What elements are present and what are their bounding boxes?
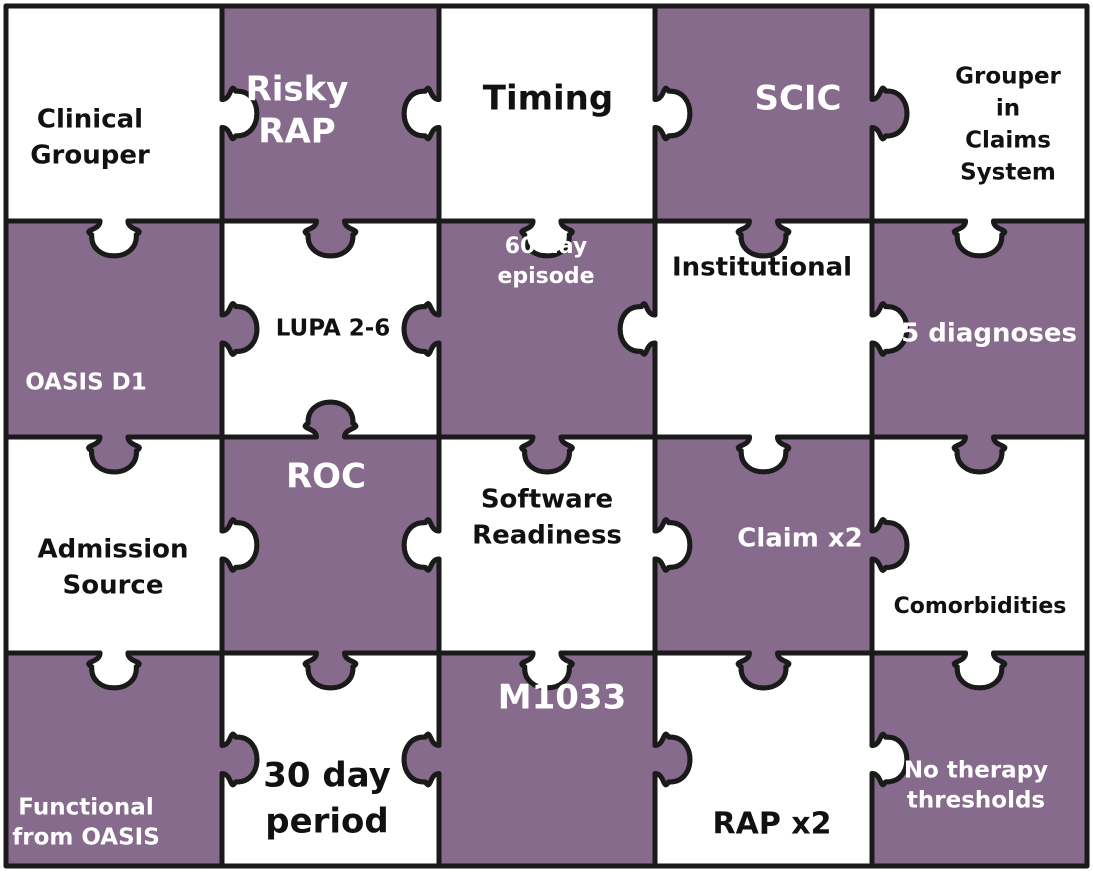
piece-label-line: Claim x2 <box>737 524 862 554</box>
puzzle-piece-scic <box>652 3 910 259</box>
piece-label-line: SCIC <box>754 79 841 119</box>
piece-label-line: M1033 <box>498 678 626 718</box>
piece-label-line: RAP <box>258 112 335 152</box>
piece-label-line: Admission <box>38 535 189 565</box>
puzzle-piece-claim-x2 <box>652 434 910 691</box>
piece-label-claim-x2: Claim x2 <box>737 524 862 554</box>
piece-label-functional-from-oasis: Functional from OASIS <box>12 795 160 851</box>
piece-label-line: Source <box>63 571 164 601</box>
piece-label-line: LUPA 2-6 <box>276 316 391 342</box>
piece-label-25-diagnoses: 25 diagnoses <box>883 319 1077 349</box>
piece-label-line: Claims <box>965 128 1051 154</box>
piece-label-timing: Timing <box>483 79 613 119</box>
piece-label-roc: ROC <box>286 457 366 497</box>
piece-label-scic: SCIC <box>754 79 841 119</box>
piece-label-line: Institutional <box>672 253 852 283</box>
puzzle-piece-m1033 <box>401 650 693 869</box>
puzzle-piece-comorbidities <box>869 434 1090 691</box>
piece-label-lupa-2-6: LUPA 2-6 <box>276 316 391 342</box>
piece-label-no-therapy-thresholds: No therapy thresholds <box>904 758 1048 814</box>
piece-label-line: Functional <box>18 795 153 821</box>
piece-label-line: System <box>960 160 1056 186</box>
piece-label-30-day-period: 30 day period <box>263 756 391 842</box>
puzzle-frame <box>4 4 1089 868</box>
piece-label-line: Grouper <box>955 64 1061 90</box>
piece-label-line: Readiness <box>472 521 622 551</box>
piece-label-line: Grouper <box>30 141 150 171</box>
piece-label-line: episode <box>497 264 594 289</box>
piece-label-line: Clinical <box>37 105 143 135</box>
piece-label-line: OASIS D1 <box>25 370 147 396</box>
piece-label-line: Software <box>481 485 613 515</box>
piece-label-line: in <box>996 96 1020 122</box>
piece-label-line: thresholds <box>907 788 1045 814</box>
piece-label-rap-x2: RAP x2 <box>713 807 832 842</box>
puzzle-piece-oasis-d1 <box>3 218 260 475</box>
piece-label-60-day-episode: 60 day episode <box>497 234 594 289</box>
puzzle-piece-functional-from-oasis <box>3 650 260 869</box>
piece-label-line: Timing <box>483 79 613 119</box>
piece-label-line: 25 diagnoses <box>883 319 1077 349</box>
piece-label-line: Risky <box>246 70 349 110</box>
piece-label-line: No therapy <box>904 758 1048 784</box>
piece-label-comorbidities: Comorbidities <box>894 594 1067 619</box>
puzzle-piece-software-readiness <box>401 434 693 691</box>
puzzle-piece-risky-rap <box>219 3 442 259</box>
piece-label-line: 30 day <box>263 756 391 796</box>
puzzle-piece-roc <box>219 399 442 691</box>
piece-label-line: 60 day <box>505 234 588 259</box>
piece-label-institutional: Institutional <box>672 253 852 283</box>
piece-label-line: Comorbidities <box>894 594 1067 619</box>
piece-label-line: RAP x2 <box>713 807 832 842</box>
puzzle-piece-timing <box>401 3 693 259</box>
piece-label-line: ROC <box>286 457 366 497</box>
piece-label-line: period <box>265 802 389 842</box>
piece-label-line: from OASIS <box>12 825 160 851</box>
puzzle-piece-25-diagnoses <box>869 218 1090 475</box>
piece-label-m1033: M1033 <box>498 678 626 718</box>
puzzle-pieces <box>3 3 1090 869</box>
piece-label-oasis-d1: OASIS D1 <box>25 370 147 396</box>
